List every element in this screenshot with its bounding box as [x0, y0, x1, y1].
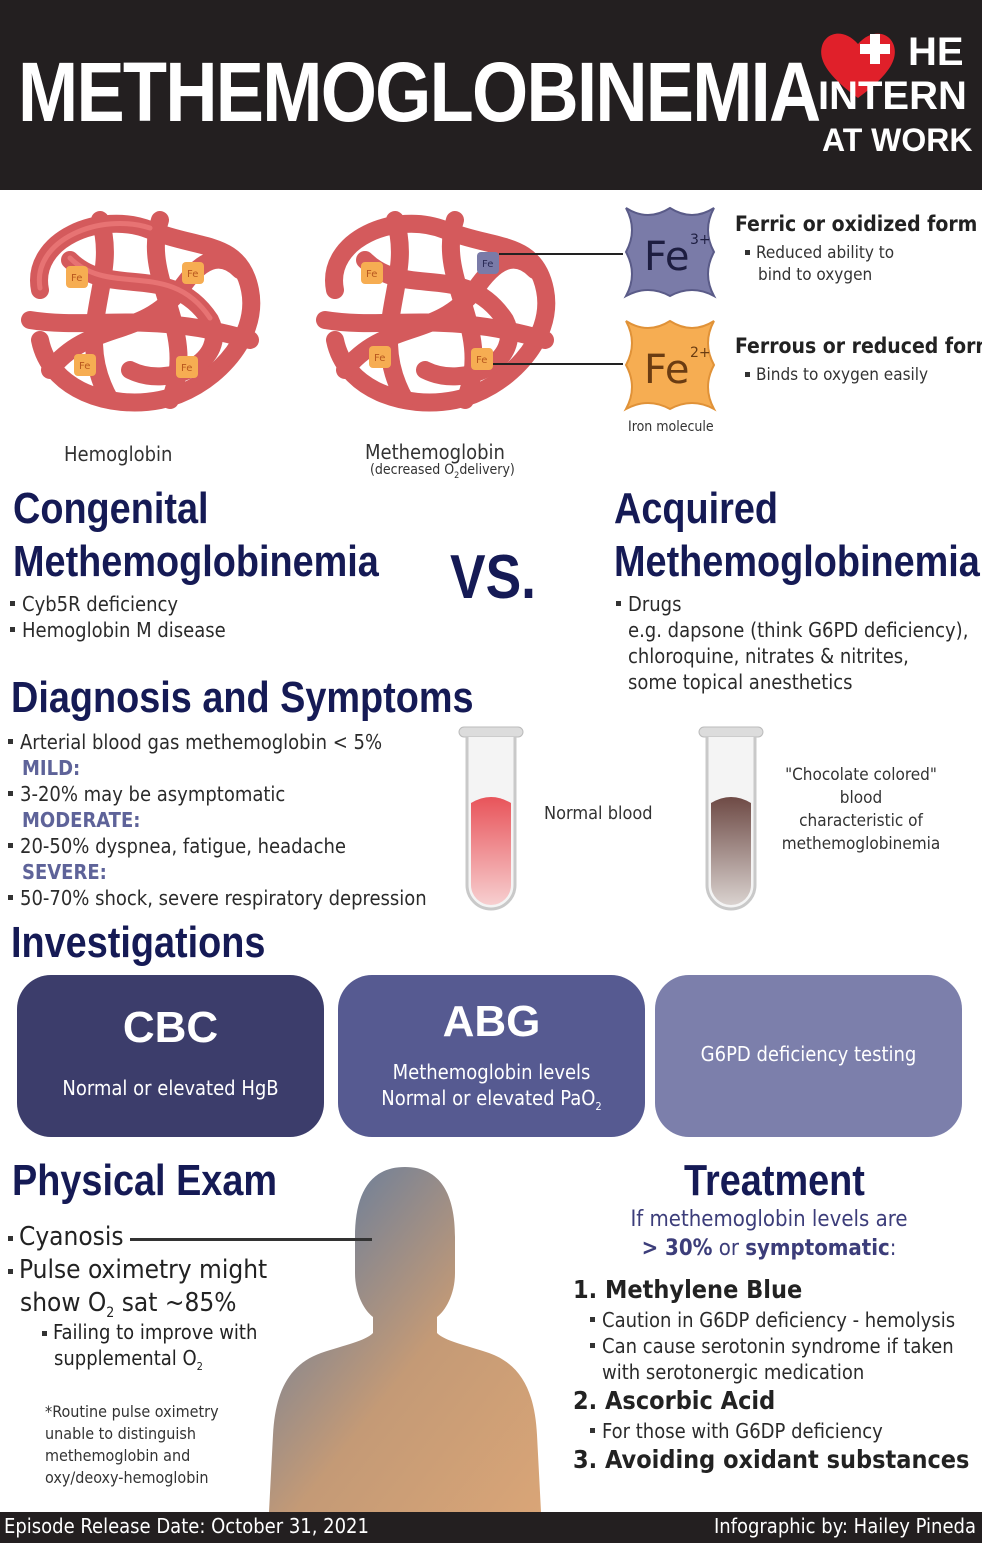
- fe-label: Fe: [71, 273, 82, 284]
- supplemental-o2-cont: supplemental O2: [54, 1346, 203, 1373]
- fe-label: Fe: [187, 269, 198, 280]
- cbc-title: CBC: [122, 1003, 219, 1052]
- treatment-detail: For those with G6DP deficiency: [590, 1419, 883, 1443]
- footer-bar: [0, 1512, 982, 1543]
- mild-label: MILD:: [22, 756, 81, 780]
- severe-desc: 50-70% shock, severe respiratory depress…: [8, 886, 427, 910]
- logo-text-at-work: AT WORK: [822, 122, 973, 158]
- logo-text-intern: INTERN: [818, 74, 967, 118]
- acquired-title-line1: Acquired: [614, 484, 779, 533]
- pulse-ox-sat: show O2 sat ~85%: [20, 1288, 237, 1322]
- brand-logo: HE INTERN AT WORK: [818, 28, 978, 168]
- abg-title: ABG: [442, 997, 541, 1046]
- header-banner: [0, 0, 982, 190]
- treatment-detail: Caution in G6DP deficiency - hemolysis: [590, 1308, 955, 1332]
- fe-label: Fe: [476, 355, 487, 366]
- congenital-item: Hemoglobin M disease: [10, 618, 226, 642]
- abg-desc-line1: Methemoglobin levels: [392, 1060, 591, 1084]
- hemoglobin-label: Hemoglobin: [64, 442, 173, 466]
- ferric-desc: Reduced ability to: [745, 243, 894, 263]
- cbc-card: CBC Normal or elevated HgB: [17, 975, 324, 1137]
- abg-card: ABG Methemoglobin levels Normal or eleva…: [338, 975, 645, 1137]
- acquired-title-line2: Methemoglobinemia: [614, 537, 980, 586]
- acquired-drug-line: chloroquine, nitrates & nitrites,: [628, 644, 909, 668]
- chocolate-blood-label: "Chocolate colored" blood characteristic…: [781, 765, 941, 854]
- fe-label: Fe: [366, 269, 377, 280]
- cyanosis-item: Cyanosis: [8, 1222, 124, 1252]
- infographic-credit: Infographic by: Hailey Pineda: [713, 1514, 976, 1538]
- investigations-title: Investigations: [11, 918, 266, 967]
- cyanosis-pointer-line: [130, 1238, 372, 1241]
- g6pd-desc: G6PD deficiency testing: [700, 1042, 917, 1066]
- logo-text-he: HE: [908, 30, 964, 74]
- connector-line: [565, 363, 623, 365]
- ferric-desc-cont: bind to oxygen: [758, 265, 873, 285]
- page-title: METHEMOGLOBINEMIA: [18, 45, 821, 139]
- congenital-title-line2: Methemoglobinemia: [13, 537, 379, 586]
- methemoglobin-sublabel: (decreased O2delivery): [370, 462, 515, 481]
- acquired-drug-line: some topical anesthetics: [628, 670, 853, 694]
- g6pd-card: G6PD deficiency testing: [655, 975, 962, 1137]
- pulse-ox-note: *Routine pulse oximetry unable to distin…: [45, 1402, 219, 1487]
- release-date: Episode Release Date: October 31, 2021: [4, 1514, 369, 1538]
- ferrous-symbol: Fe: [644, 347, 689, 393]
- fe-label: Fe: [482, 259, 493, 270]
- normal-blood-tube-icon: [458, 726, 524, 911]
- ferrous-charge: 2+: [690, 345, 711, 361]
- fe-label: Fe: [374, 353, 385, 364]
- treatment-avoid-oxidants: 3. Avoiding oxidant substances: [573, 1445, 970, 1474]
- normal-blood-label: Normal blood: [544, 803, 653, 824]
- treatment-intro-line2: > 30% or symptomatic:: [641, 1236, 897, 1261]
- fe-label: Fe: [79, 361, 90, 372]
- vs-label: VS.: [450, 543, 536, 612]
- treatment-ascorbic-acid: 2. Ascorbic Acid: [573, 1386, 776, 1415]
- diagnosis-abg: Arterial blood gas methemoglobin < 5%: [8, 730, 382, 754]
- treatment-methylene-blue: 1. Methylene Blue: [573, 1275, 803, 1304]
- cbc-desc: Normal or elevated HgB: [62, 1076, 279, 1100]
- severe-label: SEVERE:: [22, 860, 107, 884]
- supplemental-o2-item: Failing to improve with: [42, 1320, 257, 1344]
- treatment-detail-cont: with serotonergic medication: [602, 1360, 865, 1384]
- fe-label: Fe: [181, 363, 192, 374]
- heart-cross-icon: [821, 33, 895, 98]
- treatment-intro-line1: If methemoglobin levels are: [630, 1207, 908, 1232]
- ferric-charge: 3+: [690, 232, 711, 248]
- ferric-symbol: Fe: [644, 234, 689, 280]
- treatment-title: Treatment: [684, 1156, 865, 1205]
- diagnosis-title: Diagnosis and Symptoms: [11, 673, 474, 722]
- abg-desc-line2: Normal or elevated PaO2: [381, 1086, 602, 1113]
- human-silhouette: [269, 1167, 541, 1512]
- methemoglobin-illustration: Fe Fe Fe Fe: [316, 211, 565, 412]
- connector-line: [565, 253, 623, 255]
- congenital-title-line1: Congenital: [13, 484, 209, 533]
- physical-exam-title: Physical Exam: [12, 1156, 278, 1205]
- moderate-label: MODERATE:: [22, 808, 141, 832]
- treatment-detail: Can cause serotonin syndrome if taken: [590, 1334, 954, 1358]
- iron-molecule-label: Iron molecule: [628, 419, 714, 435]
- chocolate-blood-tube-icon: [698, 726, 764, 911]
- methemoglobin-label: Methemoglobin: [365, 440, 505, 464]
- pulse-ox-item: Pulse oximetry might: [8, 1255, 267, 1285]
- acquired-item: Drugs: [616, 592, 681, 616]
- ferrous-desc: Binds to oxygen easily: [745, 365, 928, 385]
- mild-desc: 3-20% may be asymptomatic: [8, 782, 285, 806]
- ferric-iron-icon: Fe 3+: [623, 205, 717, 299]
- hemoglobin-illustration: Fe Fe Fe Fe: [21, 211, 261, 412]
- ferric-title: Ferric or oxidized form: [735, 212, 978, 236]
- ferrous-iron-icon: Fe 2+: [623, 318, 717, 412]
- ferrous-title: Ferrous or reduced form: [735, 334, 982, 358]
- congenital-item: Cyb5R deficiency: [10, 592, 178, 616]
- moderate-desc: 20-50% dyspnea, fatigue, headache: [8, 834, 346, 858]
- acquired-drug-line: e.g. dapsone (think G6PD deficiency),: [628, 618, 969, 642]
